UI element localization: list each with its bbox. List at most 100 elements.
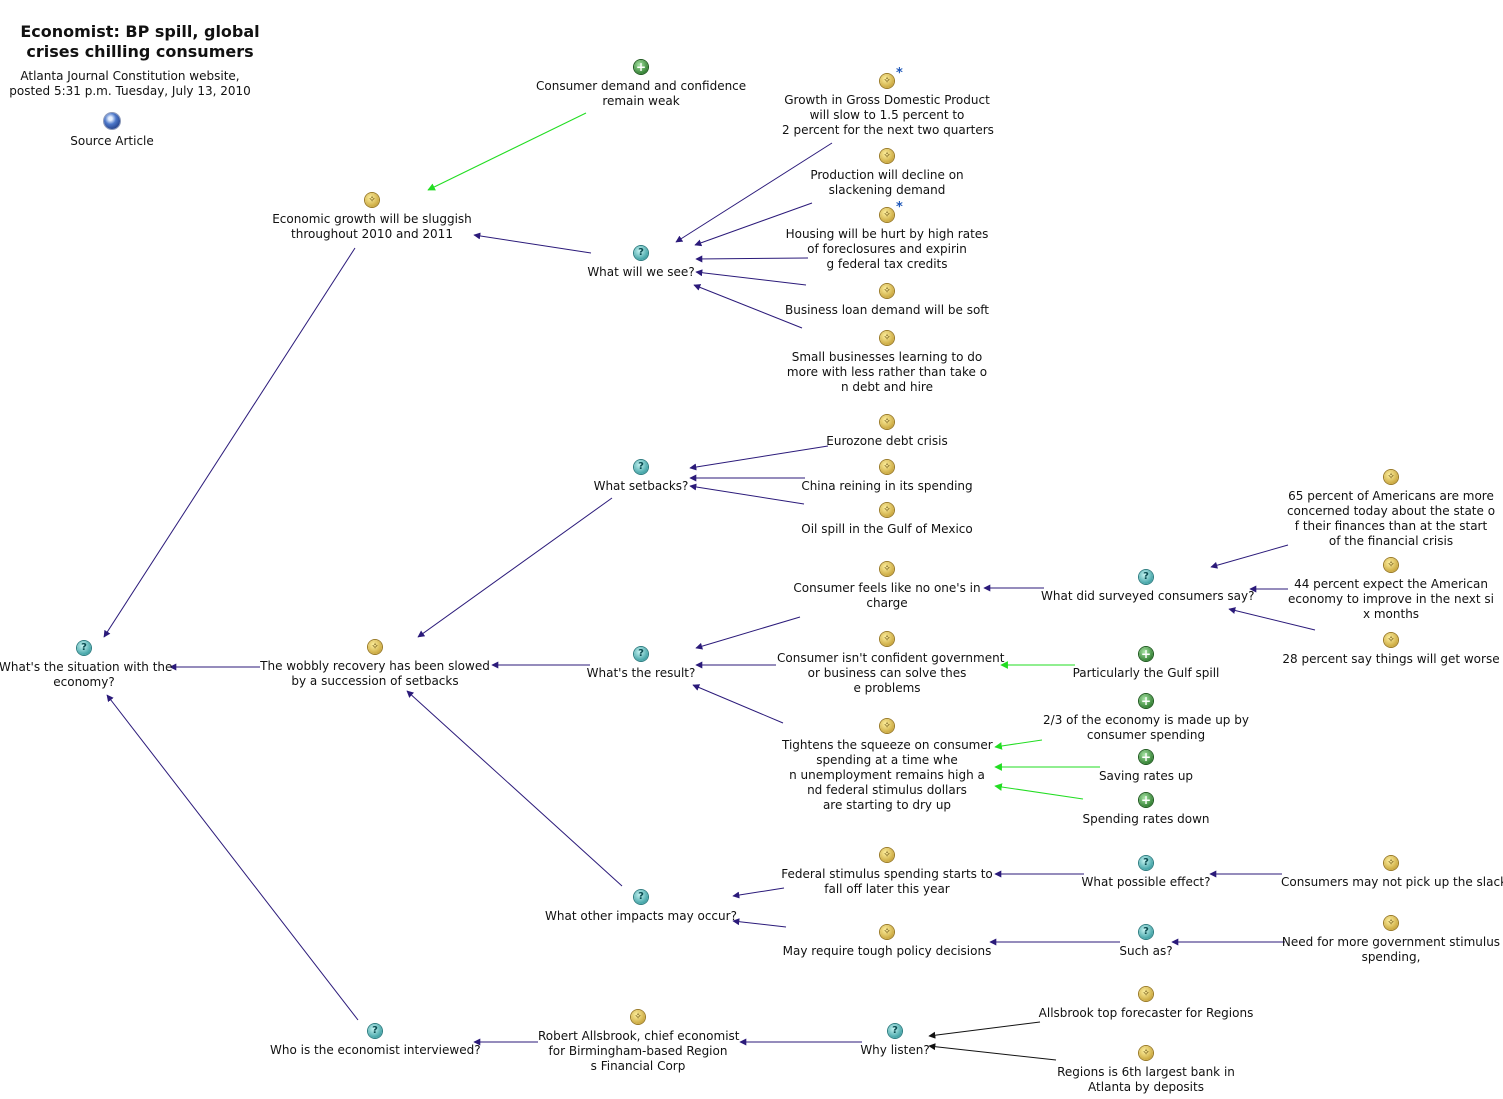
idea-icon[interactable]: ✧ [880, 415, 894, 429]
star-icon: * [896, 66, 903, 81]
node-label: Saving rates up [1098, 769, 1194, 783]
edge-production-to-see[interactable] [694, 202, 813, 247]
edge-setbacks-to-wobbly[interactable] [417, 497, 613, 638]
question-icon[interactable]: ? [1139, 856, 1153, 870]
node-label: Particularly the Gulf spill [1072, 666, 1220, 680]
edge-forecaster-to-why[interactable] [928, 1021, 1041, 1039]
edge-stimulus-to-impacts[interactable] [732, 887, 785, 899]
edge-nocharge-to-result[interactable] [695, 616, 801, 650]
edge-demand-to-growth[interactable] [427, 112, 587, 191]
idea-icon[interactable]: ✧ [880, 284, 894, 298]
edge-see-to-growth[interactable] [473, 232, 592, 254]
idea-icon[interactable]: ✧ [1384, 470, 1398, 484]
node-label: What's the result? [586, 666, 696, 680]
idea-icon[interactable]: ✧ [1384, 856, 1398, 870]
idea-icon[interactable]: ✧ [365, 193, 379, 207]
idea-icon[interactable]: ✧ [1139, 1046, 1153, 1060]
node-label: Spending rates down [1082, 812, 1210, 826]
edge-eurozone-to-setbacks[interactable] [689, 445, 829, 471]
idea-icon[interactable]: ✧ [1384, 916, 1398, 930]
idea-icon[interactable]: ✧ [880, 331, 894, 345]
idea-icon[interactable]: ✧ [1139, 987, 1153, 1001]
source-article-link[interactable]: Source Article [70, 134, 154, 148]
idea-icon[interactable]: ✧ [880, 208, 894, 222]
idea-icon[interactable]: ✧ [880, 74, 894, 88]
question-icon[interactable]: ? [1139, 570, 1153, 584]
edge-squeeze-to-result[interactable] [692, 684, 784, 724]
node-label: Business loan demand will be soft [784, 303, 990, 317]
edge-tough-to-impacts[interactable] [732, 918, 787, 928]
node-label: 28 percent say things will get worse [1282, 652, 1500, 666]
node-label: Such as? [1119, 944, 1173, 958]
node-label: China reining in its spending [801, 479, 973, 493]
idea-icon[interactable]: ✧ [880, 460, 894, 474]
plus-icon[interactable]: + [1139, 647, 1153, 661]
edge-smallbiz-to-see[interactable] [693, 284, 803, 329]
question-icon[interactable]: ? [888, 1024, 902, 1038]
idea-icon[interactable]: ✧ [631, 1010, 645, 1024]
edge-growth-to-situation[interactable] [103, 247, 356, 638]
plus-icon[interactable]: + [634, 60, 648, 74]
edge-housing-to-see[interactable] [695, 255, 809, 263]
plus-icon[interactable]: + [1139, 750, 1153, 764]
idea-icon[interactable]: ✧ [880, 503, 894, 517]
edge-loans-to-see[interactable] [695, 269, 807, 286]
edge-twothirds-to-squeeze[interactable] [994, 739, 1043, 750]
idea-icon[interactable]: ✧ [880, 848, 894, 862]
node-label: What did surveyed consumers say? [1041, 589, 1255, 603]
node-label: Eurozone debt crisis [826, 434, 948, 448]
question-icon[interactable]: ? [634, 647, 648, 661]
idea-icon[interactable]: ✧ [1384, 558, 1398, 572]
question-icon[interactable]: ? [634, 890, 648, 904]
idea-icon[interactable]: ✧ [1384, 633, 1398, 647]
node-label: What setbacks? [593, 479, 689, 493]
idea-icon[interactable]: ✧ [368, 640, 382, 654]
edge-impacts-to-wobbly[interactable] [406, 690, 623, 887]
edge-pct65-to-surveyed[interactable] [1210, 544, 1289, 569]
node-label: What will we see? [587, 265, 695, 279]
question-icon[interactable]: ? [634, 460, 648, 474]
question-icon[interactable]: ? [368, 1024, 382, 1038]
node-label: Who is the economist interviewed? [270, 1043, 481, 1057]
plus-icon[interactable]: + [1139, 694, 1153, 708]
idea-icon[interactable]: ✧ [880, 149, 894, 163]
edge-gdp-to-see[interactable] [675, 142, 833, 243]
plus-icon[interactable]: + [1139, 793, 1153, 807]
idea-icon[interactable]: ✧ [880, 719, 894, 733]
node-label: What possible effect? [1081, 875, 1211, 889]
node-label: Allsbrook top forecaster for Regions [1038, 1006, 1254, 1020]
idea-icon[interactable]: ✧ [880, 632, 894, 646]
node-label: Oil spill in the Gulf of Mexico [801, 522, 973, 536]
edge-economist-to-situation[interactable] [106, 694, 359, 1021]
globe-icon[interactable] [104, 113, 120, 129]
question-icon[interactable]: ? [77, 641, 91, 655]
edge-oil-to-setbacks[interactable] [689, 483, 805, 505]
edge-spending-to-squeeze[interactable] [994, 783, 1084, 800]
edge-bank-to-why[interactable] [928, 1043, 1057, 1061]
node-label: What other impacts may occur? [545, 909, 737, 923]
question-icon[interactable]: ? [1139, 925, 1153, 939]
idea-icon[interactable]: ✧ [880, 562, 894, 576]
edge-pct28-to-surveyed[interactable] [1228, 607, 1316, 631]
star-icon: * [896, 200, 903, 215]
node-label: May require tough policy decisions [782, 944, 992, 958]
idea-icon[interactable]: ✧ [880, 925, 894, 939]
question-icon[interactable]: ? [634, 246, 648, 260]
